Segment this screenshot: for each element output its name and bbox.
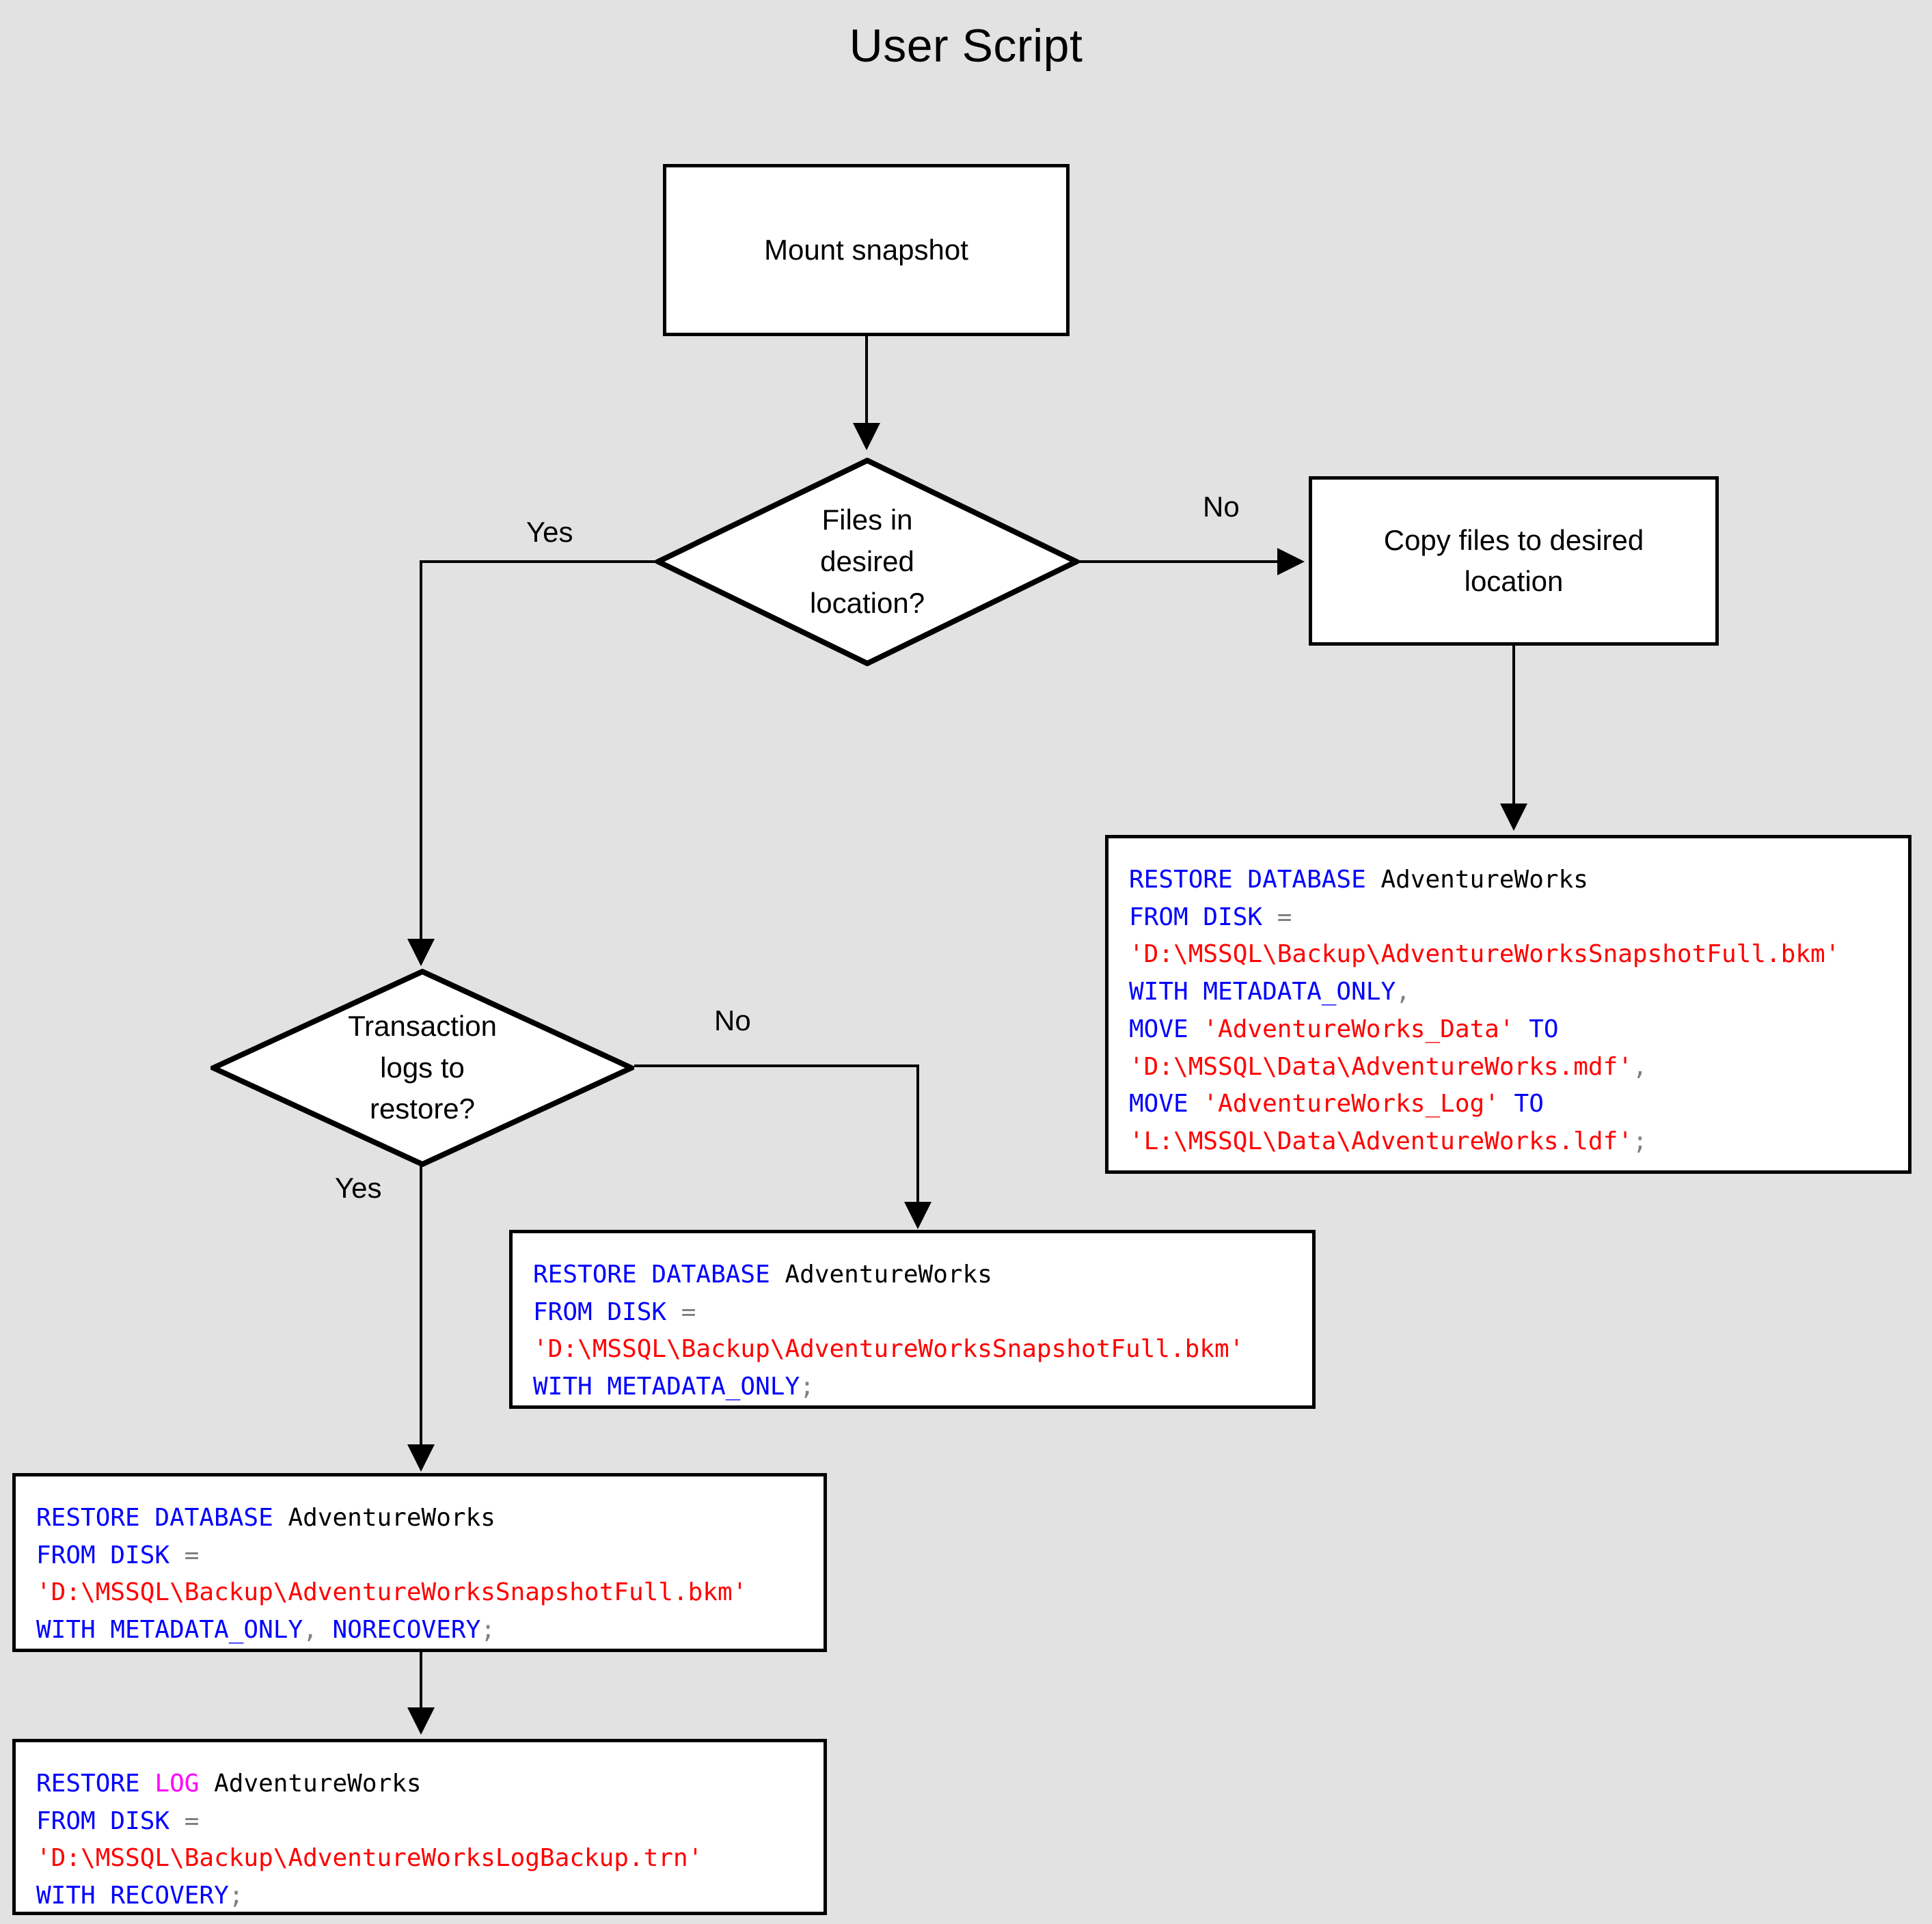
code-token: AdventureWorks [1380, 866, 1588, 894]
code-token: 'AdventureWorks_Data' [1203, 1015, 1514, 1043]
code-line: MOVE 'AdventureWorks_Log' TO [1129, 1086, 1908, 1123]
code-token: RESTORE DATABASE [1129, 866, 1381, 894]
code-line: 'D:\MSSQL\Backup\AdventureWorksLogBackup… [36, 1840, 824, 1878]
code-token: ; [1632, 1127, 1648, 1156]
edge-label-files-no: No [1203, 491, 1240, 523]
edge-label-files-yes: Yes [526, 516, 573, 548]
node-mount-snapshot-label: Mount snapshot [764, 234, 968, 266]
edge-logs-no-to-metadata [634, 1064, 931, 1229]
code-token: , [303, 1616, 333, 1645]
code-token: LOG [154, 1770, 200, 1798]
code-line: RESTORE LOG AdventureWorks [36, 1765, 824, 1803]
code-token: 'D:\MSSQL\Backup\AdventureWorksSnapshotF… [36, 1578, 748, 1607]
code-token: FROM DISK [533, 1297, 681, 1326]
node-files-in-desired-location[interactable]: Files in desired location? [655, 458, 1079, 666]
code-token: RESTORE DATABASE [533, 1261, 785, 1289]
code-token: ; [480, 1616, 495, 1645]
code-token: WITH RECOVERY [36, 1882, 229, 1910]
diamond-shape [655, 458, 1079, 666]
code-token: 'D:\MSSQL\Backup\AdventureWorksLogBackup… [36, 1844, 703, 1873]
code-token: 'D:\MSSQL\Backup\AdventureWorksSnapshotF… [533, 1335, 1244, 1364]
code-token: RESTORE DATABASE [36, 1504, 288, 1532]
page-title: User Script [849, 20, 1083, 72]
code-token: 'D:\MSSQL\Backup\AdventureWorksSnapshotF… [1129, 940, 1840, 969]
edge-label-logs-yes: Yes [335, 1172, 382, 1204]
edge-files-yes-to-logs [407, 560, 655, 966]
code-line: RESTORE DATABASE AdventureWorks [36, 1500, 824, 1537]
code-line: WITH METADATA_ONLY, NORECOVERY; [36, 1612, 824, 1649]
code-token: = [184, 1541, 200, 1569]
node-copy-files[interactable]: Copy files to desired location [1309, 476, 1719, 646]
code-token: MOVE [1129, 1090, 1203, 1118]
code-token: MOVE [1129, 1015, 1203, 1043]
code-line: 'D:\MSSQL\Backup\AdventureWorksSnapshotF… [533, 1331, 1312, 1369]
code-token: = [681, 1297, 696, 1326]
node-transaction-logs[interactable]: Transaction logs to restore? [210, 969, 634, 1167]
code-token: NORECOVERY [332, 1616, 481, 1645]
code-token: 'D:\MSSQL\Data\AdventureWorks.mdf' [1129, 1052, 1633, 1081]
code-token: FROM DISK [1129, 903, 1277, 931]
code-line: 'L:\MSSQL\Data\AdventureWorks.ldf'; [1129, 1123, 1908, 1161]
code-line: WITH METADATA_ONLY; [533, 1369, 1312, 1405]
code-token: WITH METADATA_ONLY [533, 1373, 800, 1401]
node-files-in-desired-location-label: Files in desired location? [809, 504, 925, 619]
code-token: , [1632, 1052, 1648, 1081]
edge-label-logs-no: No [714, 1004, 751, 1036]
code-token: 'L:\MSSQL\Data\AdventureWorks.ldf' [1129, 1127, 1633, 1156]
code-line: 'D:\MSSQL\Backup\AdventureWorksSnapshotF… [36, 1574, 824, 1612]
node-copy-files-label: Copy files to desired location [1383, 524, 1644, 597]
code-token: RESTORE [36, 1770, 155, 1798]
code-token: AdventureWorks [785, 1261, 992, 1289]
code-token: WITH METADATA_ONLY [1129, 978, 1396, 1006]
code-token: TO [1499, 1090, 1544, 1118]
node-transaction-logs-label: Transaction logs to restore? [348, 1009, 497, 1125]
node-mount-snapshot[interactable]: Mount snapshot [663, 164, 1070, 336]
code-token: TO [1514, 1015, 1559, 1043]
code-token: = [1277, 903, 1292, 931]
code-line: RESTORE DATABASE AdventureWorks [1129, 862, 1908, 899]
code-token [199, 1770, 214, 1798]
code-line: FROM DISK = [36, 1537, 824, 1575]
code-line: WITH RECOVERY; [36, 1878, 824, 1912]
code-token: FROM DISK [36, 1541, 185, 1569]
code-token: 'AdventureWorks_Log' [1203, 1090, 1499, 1118]
code-token: ; [800, 1373, 815, 1401]
code-line: FROM DISK = [36, 1803, 824, 1841]
code-token: FROM DISK [36, 1806, 185, 1835]
code-line: 'D:\MSSQL\Backup\AdventureWorksSnapshotF… [1129, 936, 1908, 974]
code-token: = [184, 1806, 200, 1835]
code-line: WITH METADATA_ONLY, [1129, 974, 1908, 1011]
diamond-shape [210, 969, 634, 1167]
code-line: FROM DISK = [533, 1294, 1312, 1332]
code-line: 'D:\MSSQL\Data\AdventureWorks.mdf', [1129, 1049, 1908, 1086]
code-token: WITH METADATA_ONLY [36, 1616, 303, 1645]
code-token: AdventureWorks [288, 1504, 495, 1532]
code-line: RESTORE DATABASE AdventureWorks [533, 1256, 1312, 1294]
code-line: MOVE 'AdventureWorks_Data' TO [1129, 1011, 1908, 1049]
code-token: AdventureWorks [214, 1770, 422, 1798]
code-token: ; [228, 1882, 244, 1910]
code-line: FROM DISK = [1129, 899, 1908, 937]
code-token: , [1396, 978, 1411, 1006]
